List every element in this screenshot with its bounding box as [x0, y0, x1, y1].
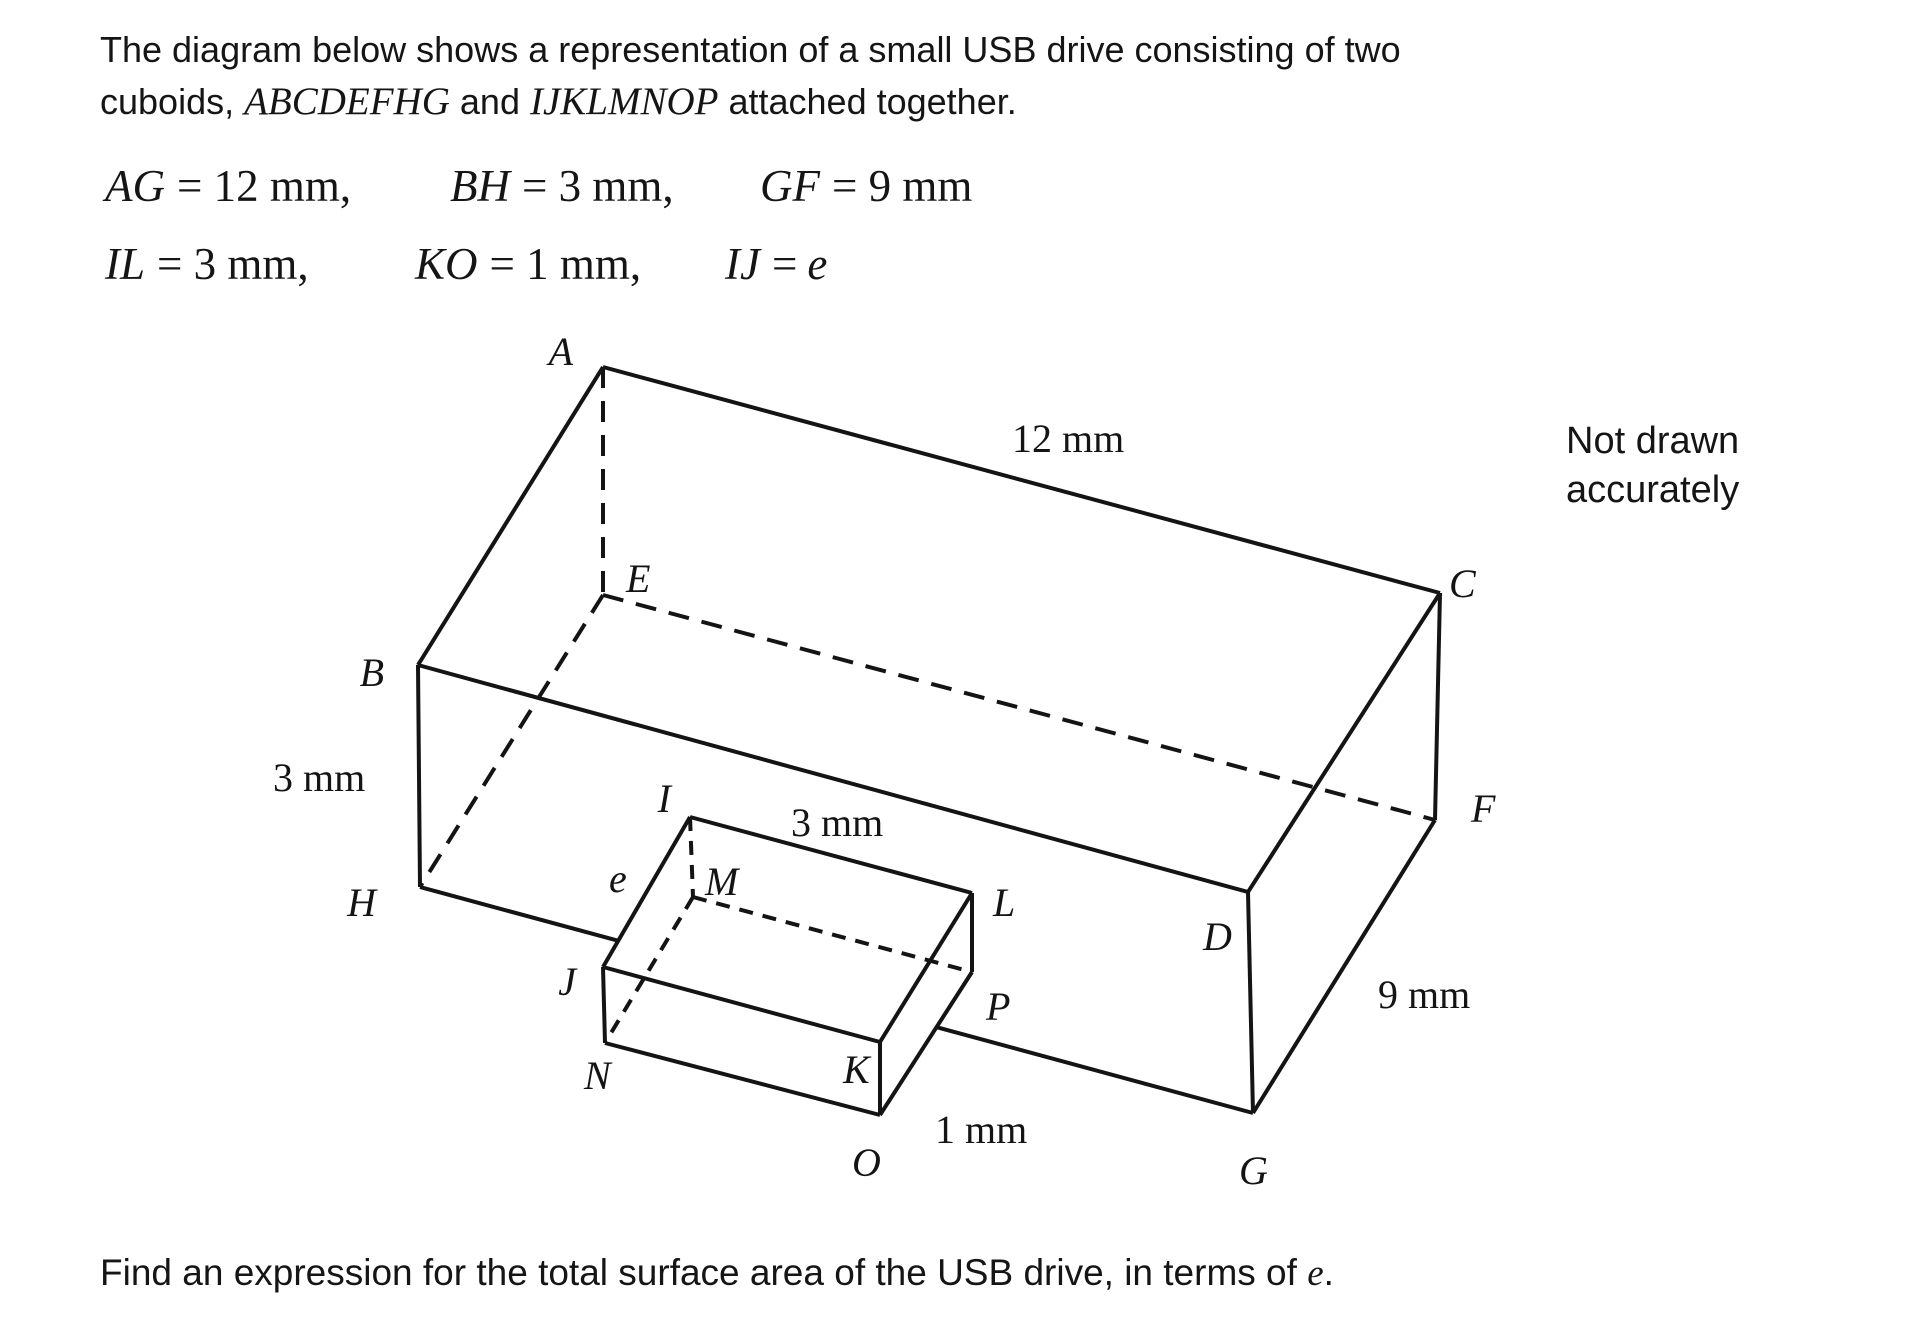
edge-lk	[878, 891, 974, 1044]
dimension-label-e: e	[609, 856, 627, 901]
vertex-label-a: A	[546, 329, 574, 374]
vertex-label-e: E	[625, 556, 650, 601]
edge-bd	[417, 663, 1249, 894]
edge-ij	[601, 815, 692, 969]
edge-gf	[1251, 818, 1437, 1115]
equation-ij-equals: =	[771, 239, 798, 289]
edge-mn	[603, 895, 695, 1045]
equation-il-var: IL	[105, 239, 146, 289]
given-measurements-row-1: AG= 12 mm, BH= 3 mm, GF= 9 mm	[0, 160, 1920, 220]
equation-ag-value: = 12 mm,	[177, 161, 352, 211]
edge-im	[688, 816, 695, 898]
equation-ag-var: AG	[105, 161, 165, 211]
edge-jk	[602, 965, 881, 1044]
edge-bh	[416, 664, 422, 888]
vertex-label-g: G	[1239, 1148, 1268, 1193]
note-line-2: accurately	[1566, 469, 1740, 511]
intro-paragraph: The diagram below shows a representation…	[100, 24, 1401, 128]
edge-cd	[1246, 591, 1442, 894]
edge-no	[604, 1041, 881, 1117]
dimension-label-3mm-height: 3 mm	[273, 755, 365, 800]
edge-jn	[601, 966, 607, 1044]
equation-il: IL= 3 mm,	[105, 238, 309, 290]
edge-eh	[418, 593, 605, 889]
equation-ij-var: IJ	[725, 239, 760, 289]
equation-ko: KO= 1 mm,	[415, 238, 641, 290]
given-measurements-row-2: IL= 3 mm, KO= 1 mm, IJ=e	[0, 238, 1920, 298]
vertex-label-p: P	[985, 984, 1010, 1029]
edge-ab	[416, 365, 605, 667]
vertex-label-k: K	[842, 1047, 872, 1092]
edge-il	[689, 815, 973, 895]
cuboid-name-1: ABCDEFHG	[244, 80, 450, 123]
dimension-label-9mm: 9 mm	[1378, 972, 1470, 1017]
vertex-label-h: H	[346, 880, 378, 925]
vertex-label-f: F	[1470, 786, 1496, 831]
not-drawn-accurately-note: Not drawn accurately	[1566, 417, 1739, 515]
edge-mp	[692, 895, 973, 974]
cuboid-name-2: IJKLMNOP	[529, 80, 719, 123]
question-e: e	[1307, 1253, 1324, 1294]
equation-bh-var: BH	[450, 161, 510, 211]
equation-gf: GF= 9 mm	[760, 160, 972, 212]
dimension-label-3mm-small: 3 mm	[791, 800, 883, 845]
dimension-label-12mm: 12 mm	[1012, 416, 1124, 461]
edge-ef	[602, 593, 1436, 822]
intro-line2-mid: and	[449, 81, 530, 122]
equation-ko-value: = 1 mm,	[489, 239, 642, 289]
vertex-label-i: I	[657, 776, 673, 821]
question-pre: Find an expression for the total surface…	[100, 1252, 1308, 1293]
intro-line-2: cuboids, ABCDEFHG and IJKLMNOP attached …	[100, 76, 1401, 128]
equation-ij: IJ=e	[725, 238, 827, 290]
vertex-label-m: M	[704, 859, 741, 904]
dimension-label-1mm: 1 mm	[935, 1107, 1027, 1152]
question-post: .	[1323, 1252, 1334, 1293]
vertex-label-b: B	[360, 650, 384, 695]
equation-gf-var: GF	[760, 161, 820, 211]
edge-po	[878, 970, 974, 1117]
equation-bh: BH= 3 mm,	[450, 160, 674, 212]
edge-cf	[1433, 592, 1442, 821]
equation-il-value: = 3 mm,	[157, 239, 309, 289]
note-line-1: Not drawn	[1566, 420, 1740, 462]
intro-line2-pre: cuboids,	[100, 81, 245, 122]
vertex-label-l: L	[992, 880, 1015, 925]
equation-gf-value: = 9 mm	[832, 161, 973, 211]
edge-ac	[602, 365, 1441, 595]
small-cuboid-silhouette	[603, 817, 972, 1115]
equation-bh-value: = 3 mm,	[522, 161, 674, 211]
vertex-label-d: D	[1202, 914, 1232, 959]
intro-line-1: The diagram below shows a representation…	[100, 29, 1401, 70]
vertex-label-c: C	[1449, 561, 1477, 606]
vertex-label-n: N	[583, 1053, 613, 1098]
intro-line2-post: attached together.	[718, 81, 1017, 122]
equation-ag: AG= 12 mm,	[105, 160, 351, 212]
vertex-label-o: O	[852, 1140, 881, 1185]
question-text: Find an expression for the total surface…	[100, 1252, 1334, 1295]
edge-dg	[1246, 891, 1255, 1114]
equation-ij-e: e	[807, 239, 828, 289]
equation-ko-var: KO	[415, 239, 478, 289]
vertex-label-j: J	[558, 959, 578, 1004]
